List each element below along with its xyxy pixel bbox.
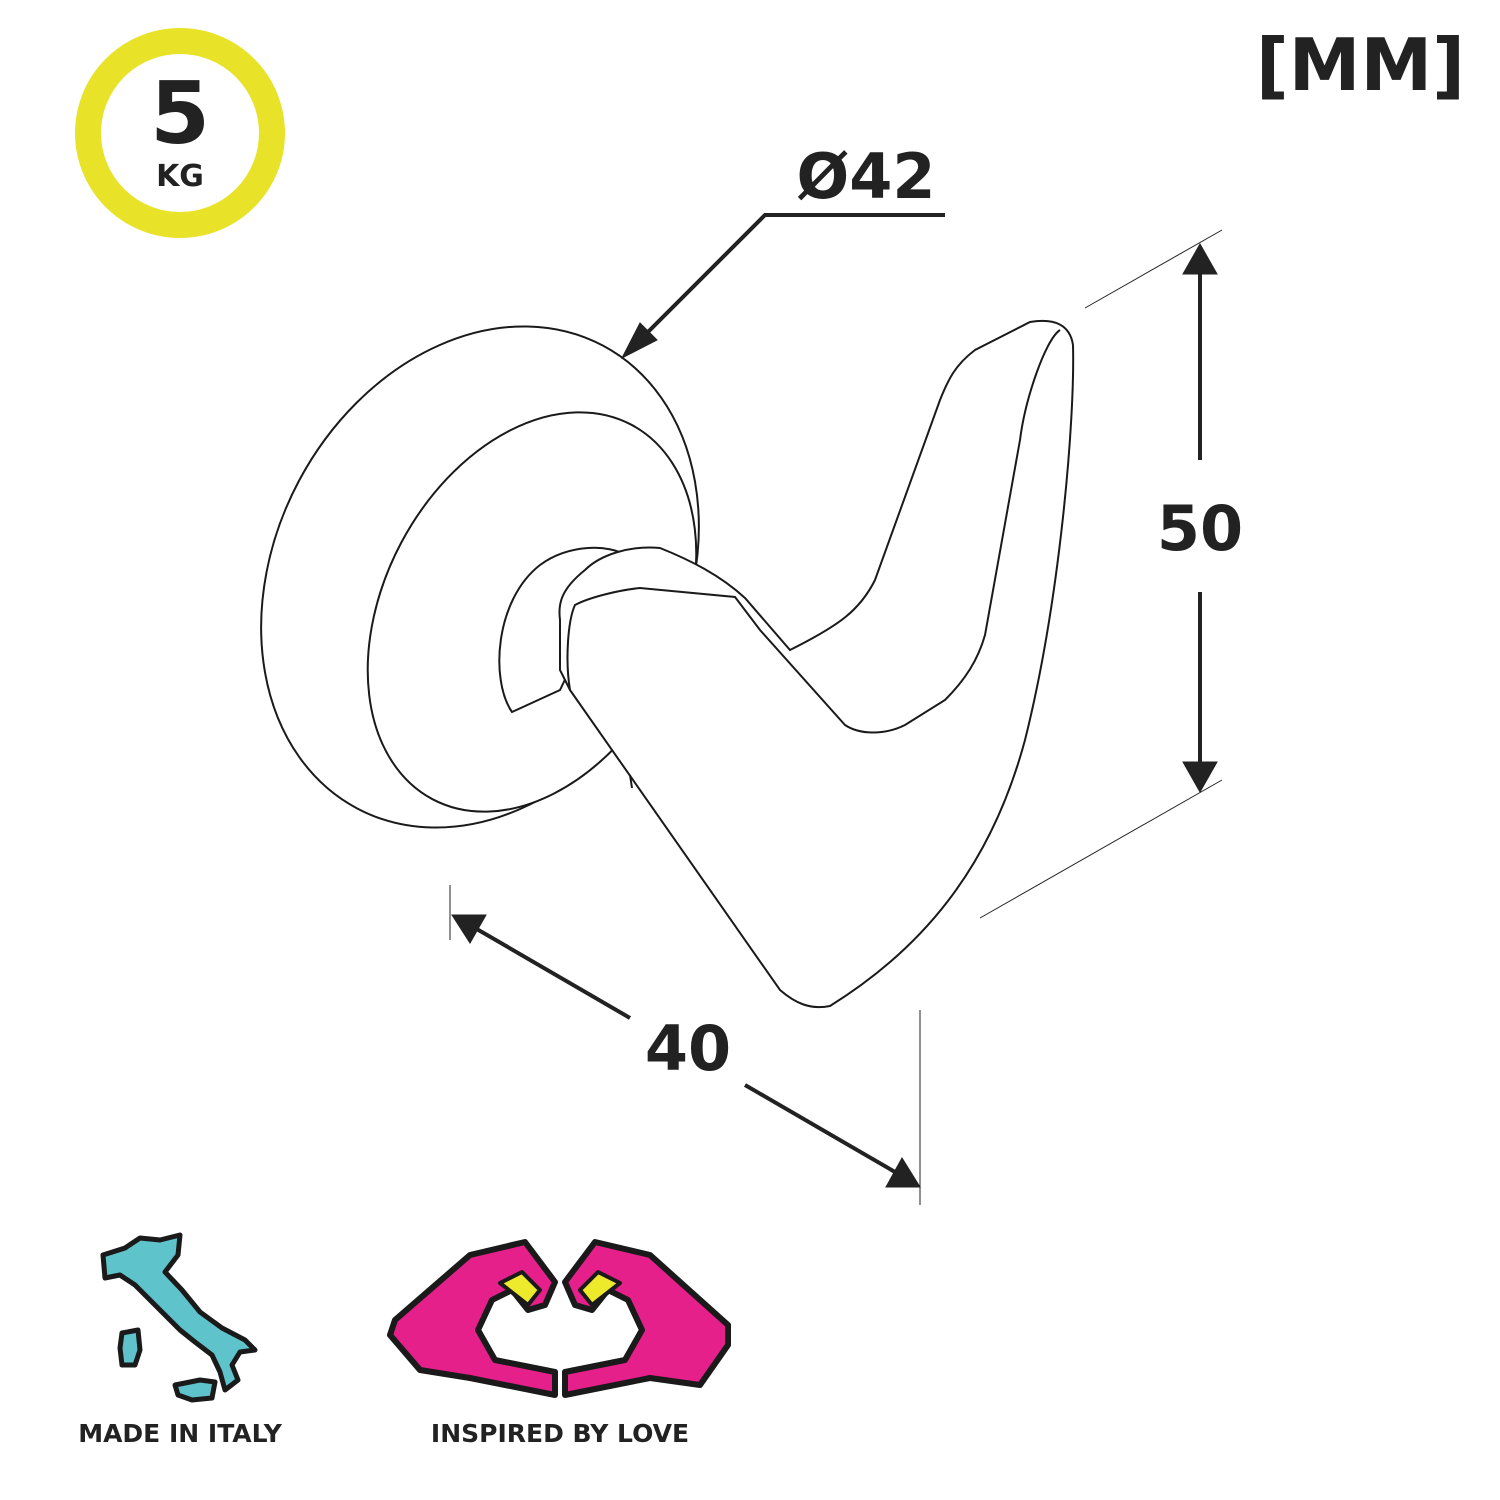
italy-map-icon	[100, 1232, 258, 1403]
height-arrow-down	[1182, 761, 1218, 794]
left-thumb-accent	[498, 1270, 542, 1307]
left-hand	[387, 1239, 558, 1398]
hook-face	[566, 329, 1061, 734]
dimension-lines	[449, 213, 1223, 1205]
badge-ring	[75, 28, 285, 238]
weight-badge: 5 KG	[75, 28, 285, 238]
right-hand	[562, 1239, 731, 1398]
badge-value: 5	[150, 64, 210, 164]
depth-arrow-right	[885, 1157, 921, 1188]
heart-hands-icon	[387, 1239, 731, 1398]
diameter-label: Ø42	[797, 140, 936, 213]
hook-body	[558, 320, 1075, 1009]
height-label: 50	[1157, 492, 1243, 565]
height-extension-top	[1084, 229, 1223, 309]
made-in-italy-label: MADE IN ITALY	[78, 1419, 282, 1448]
depth-arrow-left	[451, 914, 487, 944]
inspired-by-love-label: INSPIRED BY LOVE	[431, 1419, 689, 1448]
diameter-arrow	[620, 322, 658, 360]
hook-edge	[629, 774, 633, 789]
depth-label: 40	[645, 1012, 731, 1085]
units-label: [MM]	[1256, 23, 1465, 107]
diameter-leader	[633, 213, 945, 347]
badge-unit: KG	[156, 159, 204, 194]
depth-line-right	[743, 1083, 897, 1174]
hook-drawing	[260, 320, 1075, 1009]
height-arrow-up	[1182, 242, 1218, 275]
depth-line-left	[473, 926, 632, 1020]
right-thumb-accent	[578, 1270, 622, 1307]
height-extension-bottom	[979, 779, 1223, 919]
